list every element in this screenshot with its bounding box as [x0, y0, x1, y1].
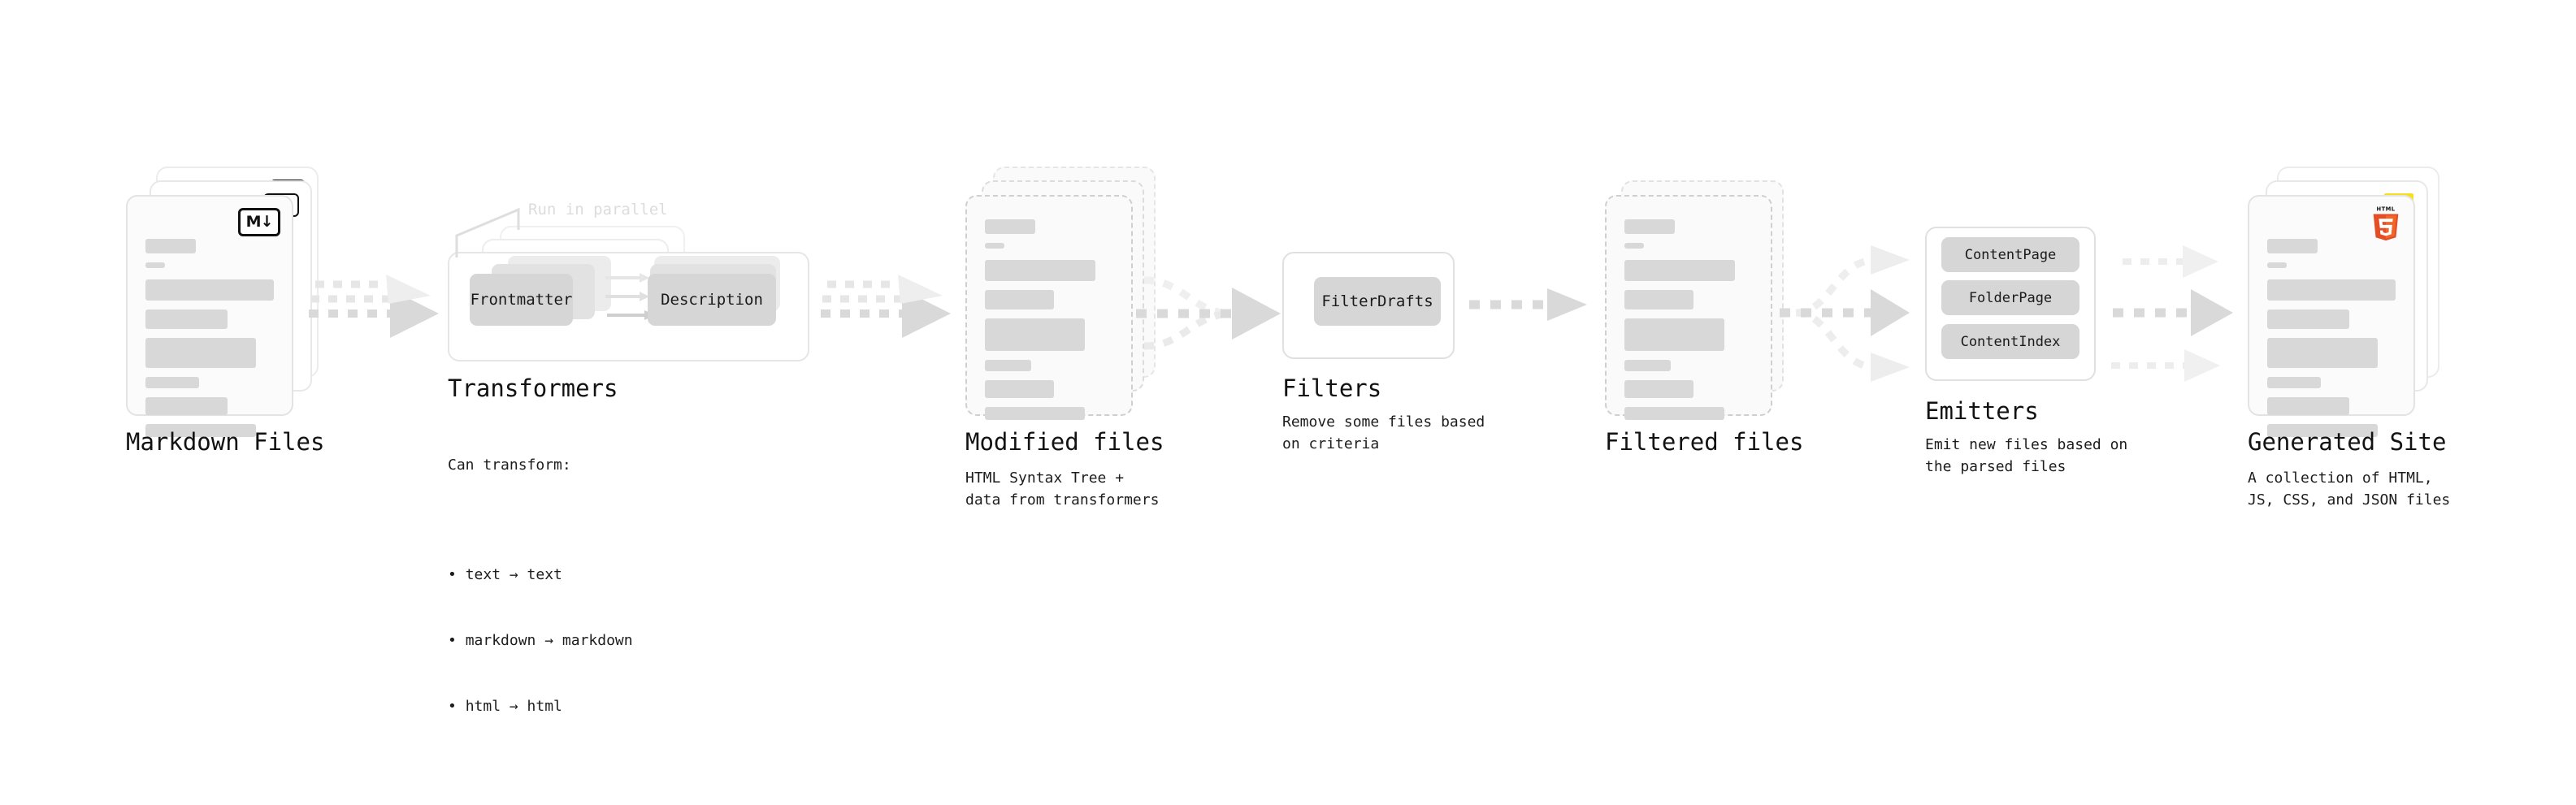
- transformers-chip-description[interactable]: Description: [648, 274, 776, 326]
- emitters-chip-contentindex[interactable]: ContentIndex: [1941, 324, 2079, 359]
- filtered-card-front: [1605, 195, 1772, 420]
- generated-card-lines: [2267, 239, 2396, 446]
- filters-chip-filterdrafts[interactable]: FilterDrafts: [1314, 277, 1441, 326]
- markdown-card-lines: [145, 239, 274, 446]
- modified-card-front: [965, 195, 1133, 420]
- connector-modified-to-filters: [1136, 276, 1281, 350]
- page-title-emitters: Emitters: [1925, 397, 2039, 425]
- transformers-bullet-2: html → html: [448, 695, 633, 717]
- svg-text:HTML: HTML: [2377, 206, 2396, 213]
- transformers-chip-frontmatter[interactable]: Frontmatter: [470, 274, 573, 326]
- connector-filters-to-filtered: [1469, 288, 1587, 321]
- transformers-bullet-0: text → text: [448, 564, 633, 586]
- html5-icon: HTML: [2373, 206, 2399, 241]
- page-title-filters: Filters: [1282, 374, 1382, 402]
- page-title-filtered-files: Filtered files: [1605, 428, 1804, 456]
- transformers-bullet-1: markdown → markdown: [448, 630, 633, 651]
- emitters-chip-folderpage[interactable]: FolderPage: [1941, 280, 2079, 315]
- markdown-icon: M↓: [238, 208, 280, 236]
- modified-card-lines: [985, 219, 1113, 429]
- markdown-card-front: M↓: [126, 195, 293, 437]
- transformers-description: Can transform: text → text markdown → ma…: [448, 410, 633, 805]
- page-title-markdown-files: Markdown Files: [126, 428, 325, 456]
- page-title-modified-files: Modified files: [965, 428, 1164, 456]
- transformers-bullets: text → text markdown → markdown html → h…: [448, 520, 633, 761]
- filters-description: Remove some files based on criteria: [1282, 413, 1485, 452]
- run-in-parallel-label: Run in parallel: [528, 201, 668, 219]
- page-title-transformers: Transformers: [448, 374, 618, 402]
- emitters-description: Emit new files based on the parsed files: [1925, 436, 2128, 475]
- connector-markdown-to-transformers: [309, 275, 439, 338]
- connector-emitters-to-generated: [2111, 245, 2233, 382]
- generated-site-description: A collection of HTML, JS, CSS, and JSON …: [2248, 470, 2451, 509]
- emitters-chip-contentpage[interactable]: ContentPage: [1941, 237, 2079, 272]
- page-title-generated-site: Generated Site: [2248, 428, 2447, 456]
- connector-transformers-to-modified: [821, 275, 951, 338]
- generated-card-front: HTML: [2248, 195, 2415, 437]
- pipeline-diagram: M↓ M↓ M↓ Markdown Files: [0, 0, 2576, 681]
- filtered-card-lines: [1624, 219, 1753, 429]
- transformers-subtitle-line: Can transform:: [448, 457, 571, 474]
- run-in-parallel-bracket: [455, 207, 520, 258]
- connector-filtered-to-emitters: [1780, 245, 1910, 382]
- modified-files-description: HTML Syntax Tree + data from transformer…: [965, 470, 1160, 509]
